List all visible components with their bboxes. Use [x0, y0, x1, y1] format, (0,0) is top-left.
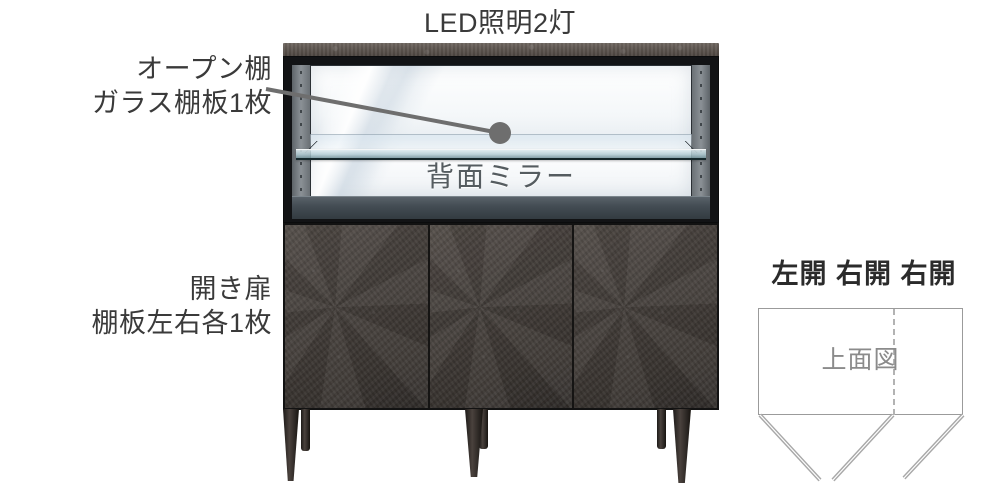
swing-line-left-door-inner — [759, 414, 821, 481]
label-back-mirror: 背面ミラー — [425, 161, 576, 192]
cabinet-front-view — [283, 43, 719, 483]
glass-shelf — [296, 149, 706, 160]
top-view-caption: 上面図 — [821, 346, 900, 374]
label-open-shelf: オープン棚 ガラス棚板1枚 — [92, 54, 272, 119]
door-swing-title: 左開 右開 右開 — [771, 259, 957, 289]
door-right[interactable] — [574, 225, 718, 408]
swing-line-right-door-inner — [903, 414, 964, 479]
top-view-cabinet-outline — [758, 308, 963, 415]
leg-group — [283, 409, 719, 500]
interior-side-panel-right — [692, 65, 710, 198]
leg-rear-center — [479, 409, 488, 449]
leg-front-left — [283, 409, 299, 481]
leg-front-center — [465, 409, 483, 477]
leg-front-right — [673, 409, 691, 483]
label-hinged-door: 開き扉 棚板左右各1枚 — [91, 274, 272, 339]
door-center[interactable] — [429, 225, 575, 408]
label-led-lighting: LED照明2灯 — [423, 8, 577, 38]
leg-rear-right — [657, 409, 666, 449]
door-left[interactable] — [285, 225, 430, 408]
open-shelf-deck — [292, 196, 710, 219]
cabinet-top-slab — [283, 43, 719, 57]
swing-line-center-door-inner — [832, 414, 894, 481]
top-view-diagram: 左開 右開 右開 上面図 — [744, 252, 984, 492]
leg-rear-left — [301, 409, 310, 451]
door-swing-lines — [758, 413, 965, 482]
open-shelf-section — [283, 56, 719, 223]
shelf-pin-holes-right — [700, 71, 702, 192]
top-view-center-divider — [893, 309, 895, 415]
door-row — [283, 223, 719, 410]
